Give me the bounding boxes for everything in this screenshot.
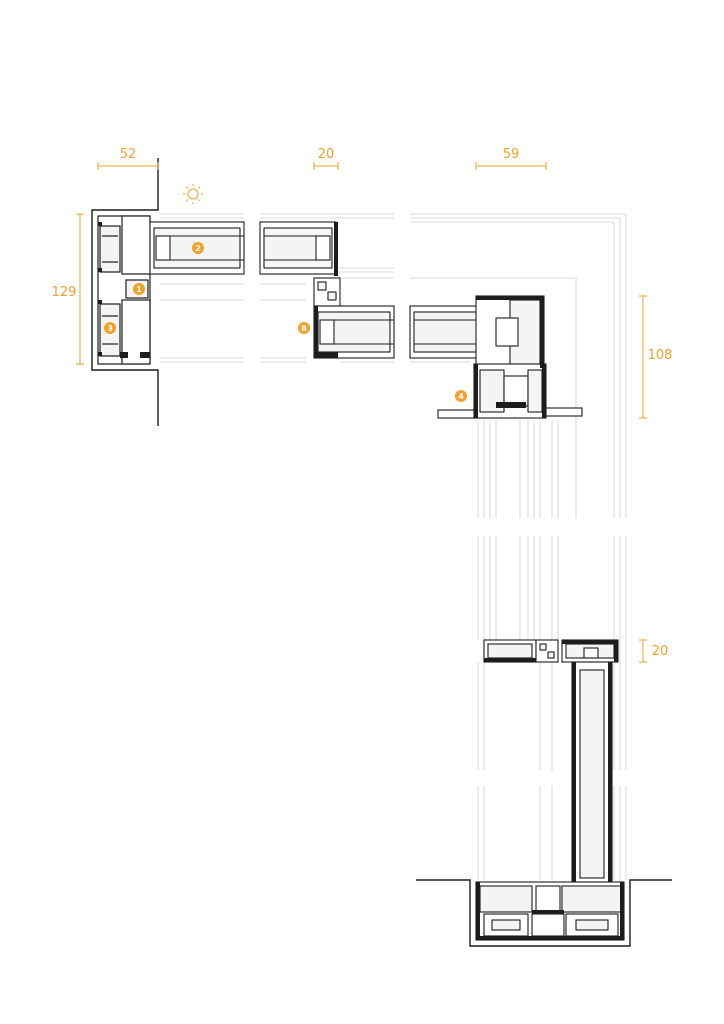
callout-badge-4: 4	[455, 390, 467, 402]
floor-outline	[416, 879, 672, 947]
callout-label-3: 3	[107, 324, 113, 333]
sill-profile	[475, 881, 625, 941]
sill-dark-edges	[476, 882, 624, 940]
callout-label-8: 8	[301, 324, 307, 333]
callout-badge-8: 8	[298, 322, 310, 334]
meeting-section-dark-edges	[484, 640, 618, 882]
left-frame-gasket-marks	[98, 222, 150, 358]
sash-center	[259, 221, 395, 359]
dim-middle-width: 20	[318, 147, 335, 162]
callout-label-2: 2	[195, 244, 201, 253]
callout-label-4: 4	[458, 392, 464, 401]
sash-right-dark-edges	[474, 296, 546, 418]
dim-left-width: 52	[120, 147, 137, 162]
callout-badge-3: 3	[104, 322, 116, 334]
dimension-lines	[76, 162, 647, 663]
callout-badge-1: 1	[133, 283, 145, 295]
sash-center-dark-edges	[314, 222, 338, 358]
dim-right-height: 108	[648, 348, 673, 363]
callout-label-1: 1	[136, 285, 142, 294]
wall-outline-left	[91, 158, 159, 426]
dim-left-height: 129	[52, 285, 77, 300]
dim-lower-gap: 20	[652, 644, 669, 659]
dim-right-width: 59	[503, 147, 520, 162]
meeting-section	[483, 639, 619, 883]
callout-badge-2: 2	[192, 242, 204, 254]
sun-icon	[183, 184, 203, 204]
sash-right	[409, 295, 583, 419]
